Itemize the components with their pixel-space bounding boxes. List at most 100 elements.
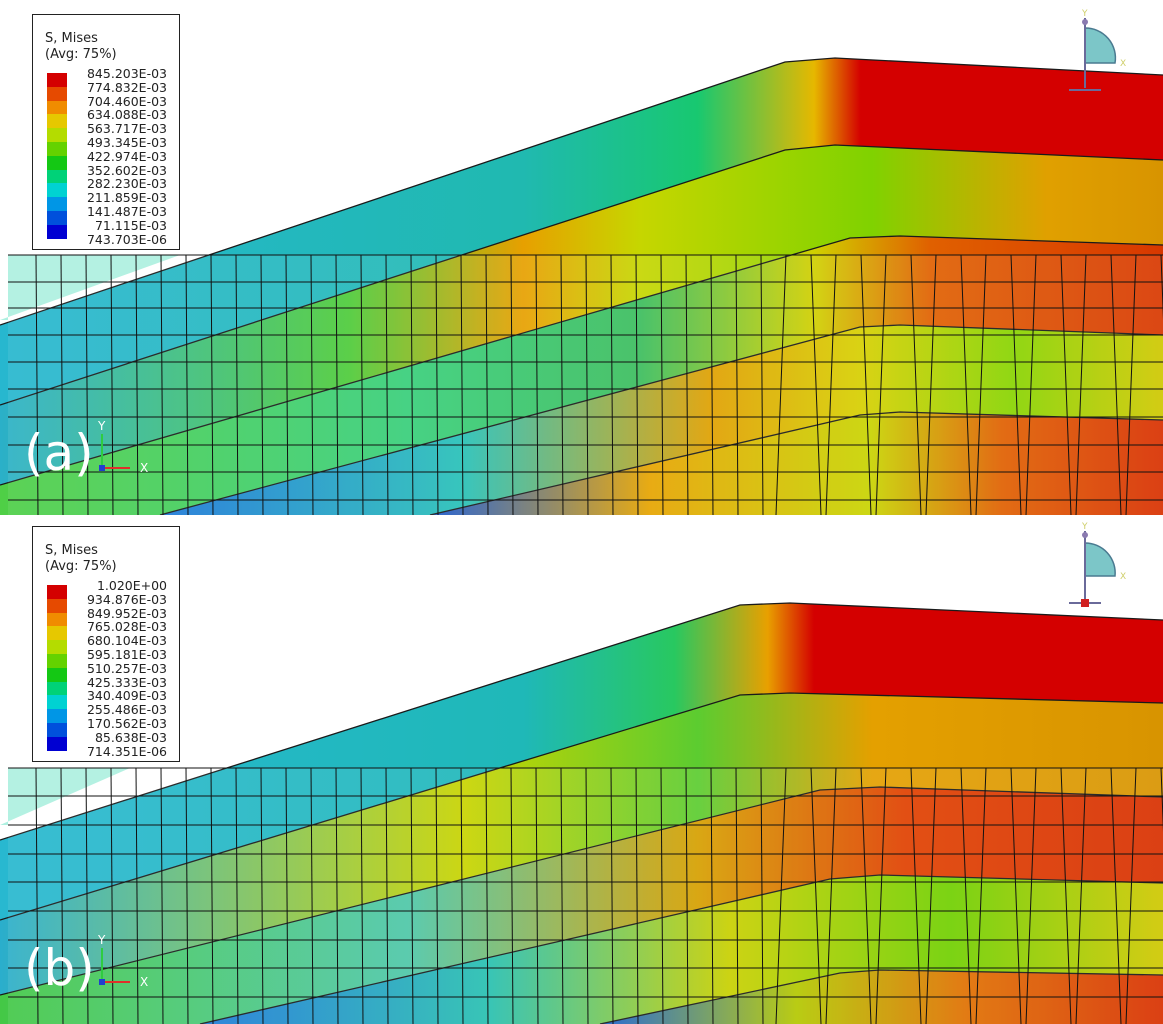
legend-value: 425.333E-03 bbox=[86, 674, 167, 690]
legend-swatch bbox=[47, 128, 67, 142]
legend-swatch bbox=[47, 612, 67, 627]
mesh-line bbox=[210, 767, 214, 1024]
legend-subtitle: (Avg: 75%) bbox=[45, 47, 117, 62]
mesh-line bbox=[925, 254, 937, 515]
mesh-line bbox=[635, 767, 639, 1024]
mesh-line bbox=[1025, 767, 1037, 1024]
flat-region bbox=[0, 255, 180, 320]
legend-value: 849.952E-03 bbox=[86, 605, 167, 621]
mesh-line bbox=[860, 767, 872, 1024]
mesh-line bbox=[685, 254, 689, 515]
ply-boundaries bbox=[0, 57, 1163, 515]
mesh-line bbox=[660, 254, 664, 515]
mesh-line bbox=[1110, 254, 1122, 515]
mesh-line bbox=[535, 767, 539, 1024]
mesh-line bbox=[310, 254, 314, 515]
legend-value: 765.028E-03 bbox=[86, 619, 167, 635]
mesh-line bbox=[810, 767, 822, 1024]
mesh-line bbox=[860, 254, 872, 515]
mesh-line bbox=[35, 767, 39, 1024]
mesh-line bbox=[660, 767, 664, 1024]
legend-swatch bbox=[47, 598, 67, 613]
mesh-line bbox=[875, 767, 887, 1024]
mesh-line bbox=[710, 254, 714, 515]
mesh-line bbox=[775, 767, 787, 1024]
mesh-line bbox=[975, 254, 987, 515]
mesh-line bbox=[610, 254, 614, 515]
mesh-line bbox=[760, 254, 764, 515]
legend-swatch bbox=[47, 709, 67, 723]
mesh-line bbox=[360, 767, 364, 1024]
legend-value: 934.876E-03 bbox=[86, 591, 167, 607]
legend-swatch bbox=[47, 100, 67, 115]
mesh-line bbox=[1060, 254, 1072, 515]
mesh-line bbox=[610, 767, 614, 1024]
view-triad-x: X bbox=[1120, 572, 1126, 582]
legend-value: 422.974E-03 bbox=[86, 148, 167, 164]
mesh-line bbox=[335, 767, 339, 1024]
legend-swatch bbox=[47, 681, 67, 696]
legend-swatch bbox=[47, 73, 67, 87]
legend-value: 845.203E-03 bbox=[86, 66, 167, 81]
mesh-line bbox=[510, 254, 514, 515]
legend-swatch bbox=[47, 197, 67, 211]
legend-title: S, Mises bbox=[45, 543, 98, 558]
stress-contour-plot-a bbox=[0, 57, 1163, 515]
view-triad-b: Y X bbox=[1069, 522, 1126, 607]
legend-value: 563.717E-03 bbox=[86, 121, 167, 137]
mesh-line bbox=[975, 767, 987, 1024]
legend-value: 493.345E-03 bbox=[86, 135, 167, 150]
mesh-line bbox=[60, 767, 64, 1024]
mesh-line bbox=[735, 767, 739, 1024]
legend-swatch bbox=[47, 114, 67, 129]
legend-value: 510.257E-03 bbox=[86, 660, 167, 676]
mesh-line bbox=[285, 767, 289, 1024]
mesh-line bbox=[385, 254, 389, 515]
mesh-line bbox=[960, 254, 972, 515]
mesh-grid bbox=[8, 254, 1163, 515]
legend-value: 774.832E-03 bbox=[86, 79, 167, 95]
mesh-line bbox=[160, 254, 164, 515]
view-triad-y: Y bbox=[1081, 522, 1088, 532]
view-triad-a: Y X bbox=[1069, 9, 1126, 91]
panel-label: (a) bbox=[24, 424, 94, 482]
mesh-line bbox=[1010, 254, 1022, 515]
legend-value: 680.104E-03 bbox=[86, 633, 167, 649]
legend-swatch bbox=[47, 86, 67, 101]
legend-swatch bbox=[47, 626, 67, 641]
ply-4 bbox=[200, 875, 1163, 1024]
mesh-line bbox=[535, 254, 539, 515]
legend-value: 743.703E-06 bbox=[86, 231, 167, 247]
legend-value: 352.602E-03 bbox=[86, 162, 167, 178]
mesh-line bbox=[560, 254, 564, 515]
mesh-line bbox=[210, 254, 214, 515]
legend-swatch bbox=[47, 183, 67, 198]
legend-swatch bbox=[47, 736, 67, 751]
legend-swatch bbox=[47, 142, 67, 156]
legend-value: 141.487E-03 bbox=[86, 204, 167, 219]
legend-value: 595.181E-03 bbox=[86, 647, 167, 662]
ply-4 bbox=[160, 325, 1163, 515]
mesh-line bbox=[85, 767, 89, 1024]
mesh-line bbox=[460, 254, 464, 515]
mesh-line bbox=[260, 767, 264, 1024]
triad-y-label: Y bbox=[97, 419, 106, 433]
mesh-line bbox=[960, 767, 972, 1024]
mesh-line bbox=[760, 767, 764, 1024]
mesh-line bbox=[585, 767, 589, 1024]
legend-swatch bbox=[47, 654, 67, 668]
mesh-line bbox=[1125, 767, 1137, 1024]
triad-y-label: Y bbox=[97, 933, 106, 947]
mesh-line bbox=[825, 767, 837, 1024]
mesh-line bbox=[775, 254, 787, 515]
mesh-line bbox=[485, 767, 489, 1024]
legend-swatch bbox=[47, 695, 67, 710]
legend-value: 714.351E-06 bbox=[86, 743, 167, 759]
mesh-line bbox=[585, 254, 589, 515]
legend-value: 340.409E-03 bbox=[86, 688, 167, 704]
mesh-line bbox=[60, 254, 64, 515]
mesh-line bbox=[925, 767, 937, 1024]
mesh-line bbox=[635, 254, 639, 515]
